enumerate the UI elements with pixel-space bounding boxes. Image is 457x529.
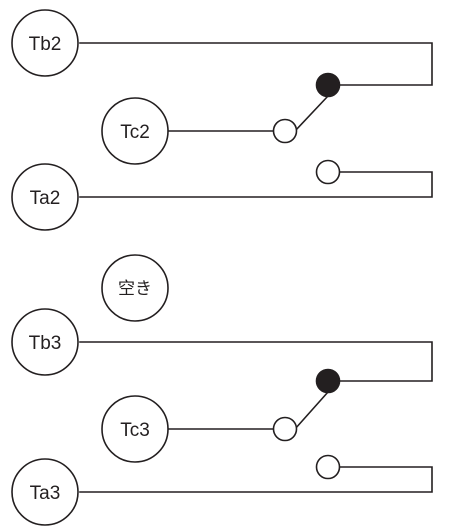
relay-group-3: Tb3 Tc3 Ta3	[11, 308, 433, 526]
terminal-ta3	[11, 458, 79, 526]
common-contact-3	[272, 416, 298, 442]
terminal-ta3-label: Ta3	[30, 483, 61, 504]
terminal-ta2	[11, 163, 79, 231]
switch-lever-3	[294, 391, 329, 430]
switch-lever-2	[294, 95, 329, 132]
tb2-wire	[79, 42, 433, 86]
tb3-wire	[79, 341, 433, 382]
no-contact-3	[315, 454, 341, 480]
terminal-tc3	[101, 395, 169, 463]
terminal-tc2-label: Tc2	[120, 122, 150, 143]
no-contact-2	[315, 159, 341, 185]
common-contact-2	[272, 118, 298, 144]
terminal-spare-label: 空き	[118, 279, 152, 299]
terminal-tb3-label: Tb3	[29, 333, 62, 354]
terminal-tb2	[11, 9, 79, 77]
terminal-spare	[101, 254, 169, 322]
ta2-wire	[79, 171, 433, 198]
terminal-tc2	[101, 97, 169, 165]
nc-contact-2	[315, 72, 341, 98]
ta3-wire	[79, 466, 433, 493]
terminal-ta2-label: Ta2	[30, 188, 61, 209]
relay-group-2: Tb2 Tc2 Ta2	[11, 9, 433, 231]
nc-contact-3	[315, 368, 341, 394]
terminal-tc3-label: Tc3	[120, 420, 150, 441]
terminal-tb3	[11, 308, 79, 376]
terminal-tb2-label: Tb2	[29, 34, 62, 55]
